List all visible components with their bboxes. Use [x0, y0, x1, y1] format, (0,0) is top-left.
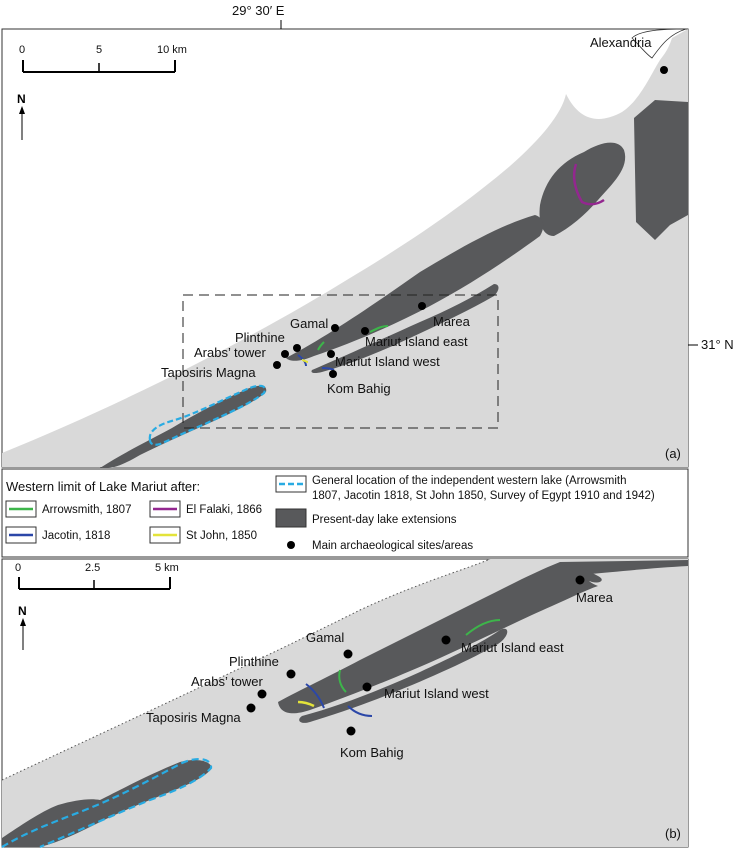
legend-st-john-label: St John, 1850: [186, 530, 257, 542]
svg-text:N: N: [18, 604, 27, 618]
legend-present-day-label: Present-day lake extensions: [312, 514, 457, 526]
lake-main-arm-b: [278, 560, 688, 714]
latitude-label: 31° N: [701, 337, 734, 352]
panel-label-b: (b): [665, 826, 681, 841]
scale-tick-0-b: 0: [15, 562, 21, 574]
panel-label-a: (a): [665, 446, 681, 461]
site-dot-kom-bahig-a: [329, 370, 337, 378]
site-dot-marea-a: [418, 302, 426, 310]
north-arrow-icon-a: N: [17, 92, 26, 140]
place-mariut-east-a: Mariut Island east: [365, 334, 468, 349]
place-taposiris-b: Taposiris Magna: [146, 710, 241, 725]
jacotin-limit-b1: [305, 683, 325, 709]
place-mariut-west-a: Mariut Island west: [335, 354, 440, 369]
scale-bar-b: 0 2.5 5 km: [15, 562, 179, 590]
lake-western-b: [2, 760, 212, 847]
scale-tick-0-a: 0: [19, 44, 25, 56]
place-mariut-west-b: Mariut Island west: [384, 686, 489, 701]
place-gamal-a: Gamal: [290, 316, 328, 331]
site-dot-alexandria-a: [660, 66, 668, 74]
legend-present-day: Present-day lake extensions: [275, 508, 457, 528]
arrowsmith-limit-b1: [465, 619, 501, 636]
legend-title: Western limit of Lake Mariut after:: [6, 479, 200, 494]
coast-spit-a: [631, 28, 687, 59]
arrowsmith-limit-a1: [369, 325, 389, 333]
legend-st-john: St John, 1850: [149, 526, 257, 544]
legend-arrowsmith: Arrowsmith, 1807: [5, 500, 131, 518]
panel-a: Alexandria Marea Gamal Plinthine Arabs’ …: [1, 28, 689, 468]
st-john-limit-a: [301, 359, 309, 363]
legend-sites: Main archaeological sites/areas: [287, 540, 473, 552]
place-marea-a: Marea: [433, 314, 471, 329]
site-dot-arabs-tower-a: [281, 350, 289, 358]
scale-bar-a: 0 5 10 km: [19, 44, 187, 73]
legend-el-falaki-label: El Falaki, 1866: [186, 504, 262, 516]
legend-frame: [1, 468, 689, 558]
lake-western-a: [100, 385, 267, 468]
place-taposiris-a: Taposiris Magna: [161, 365, 256, 380]
place-mariut-east-b: Mariut Island east: [461, 640, 564, 655]
site-dot-mariut-west-b: [362, 682, 372, 692]
place-arabs-tower-a: Arabs’ tower: [194, 345, 266, 360]
place-marea-b: Marea: [576, 590, 614, 605]
panel-b: Marea Gamal Plinthine Arabs’ tower Tapos…: [1, 558, 689, 849]
legend: Western limit of Lake Mariut after: Arro…: [1, 468, 689, 558]
lake-south-arm-b: [299, 628, 508, 723]
scale-tick-5-b: 5 km: [155, 562, 179, 574]
place-kom-bahig-a: Kom Bahig: [327, 381, 391, 396]
site-dot-mariut-east-b: [441, 635, 451, 645]
lake-north-east-a: [634, 100, 688, 240]
legend-jacotin-label: Jacotin, 1818: [42, 530, 110, 542]
site-dot-plinthine-a: [293, 344, 301, 352]
legend-jacotin: Jacotin, 1818: [5, 526, 110, 544]
site-dot-arabs-tower-b: [257, 689, 267, 699]
el-falaki-limit-a: [572, 163, 605, 206]
site-dot-mariut-east-a: [361, 327, 369, 335]
site-dot-marea-b: [575, 575, 585, 585]
legend-arrowsmith-label: Arrowsmith, 1807: [42, 504, 131, 516]
place-plinthine-a: Plinthine: [235, 330, 285, 345]
land-area-a: [2, 29, 688, 467]
western-lake-outline-a: [148, 384, 266, 446]
lake-island-channel-b: [560, 562, 602, 583]
svg-text:N: N: [17, 92, 26, 106]
scale-tick-2-5-b: 2.5: [85, 562, 100, 574]
lake-main-arm-a: [286, 215, 544, 361]
site-dot-mariut-west-a: [327, 350, 335, 358]
lake-el-falaki-basin-a: [539, 142, 626, 236]
legend-western-lake-line1: General location of the independent west…: [312, 475, 627, 487]
legend-western-lake-line2: 1807, Jacotin 1818, St John 1850, Survey…: [312, 490, 655, 502]
jacotin-limit-a2: [321, 367, 335, 371]
site-dot-kom-bahig-b: [346, 726, 356, 736]
jacotin-limit-b2: [347, 705, 373, 717]
site-dot-taposiris-b: [246, 703, 256, 713]
arrowsmith-limit-b2: [338, 669, 347, 693]
place-kom-bahig-b: Kom Bahig: [340, 745, 404, 760]
scale-tick-5-a: 5: [96, 44, 102, 56]
site-dot-plinthine-b: [286, 669, 296, 679]
place-plinthine-b: Plinthine: [229, 654, 279, 669]
st-john-limit-b: [297, 700, 315, 708]
legend-western-lake: General location of the independent west…: [275, 475, 655, 502]
place-alexandria-a: Alexandria: [590, 35, 652, 50]
longitude-label: 29° 30′ E: [232, 3, 285, 18]
site-dot-gamal-a: [331, 324, 339, 332]
lake-south-arm-a: [311, 284, 499, 374]
north-arrow-icon-b: N: [18, 604, 27, 650]
legend-el-falaki: El Falaki, 1866: [149, 500, 262, 518]
arrowsmith-limit-a2: [317, 341, 325, 351]
legend-sites-label: Main archaeological sites/areas: [312, 540, 473, 552]
place-arabs-tower-b: Arabs’ tower: [191, 674, 263, 689]
place-gamal-b: Gamal: [306, 630, 344, 645]
site-dot-taposiris-a: [273, 361, 281, 369]
scale-tick-10-a: 10 km: [157, 44, 187, 56]
western-lake-outline-b: [1, 758, 213, 849]
site-dot-gamal-b: [343, 649, 353, 659]
